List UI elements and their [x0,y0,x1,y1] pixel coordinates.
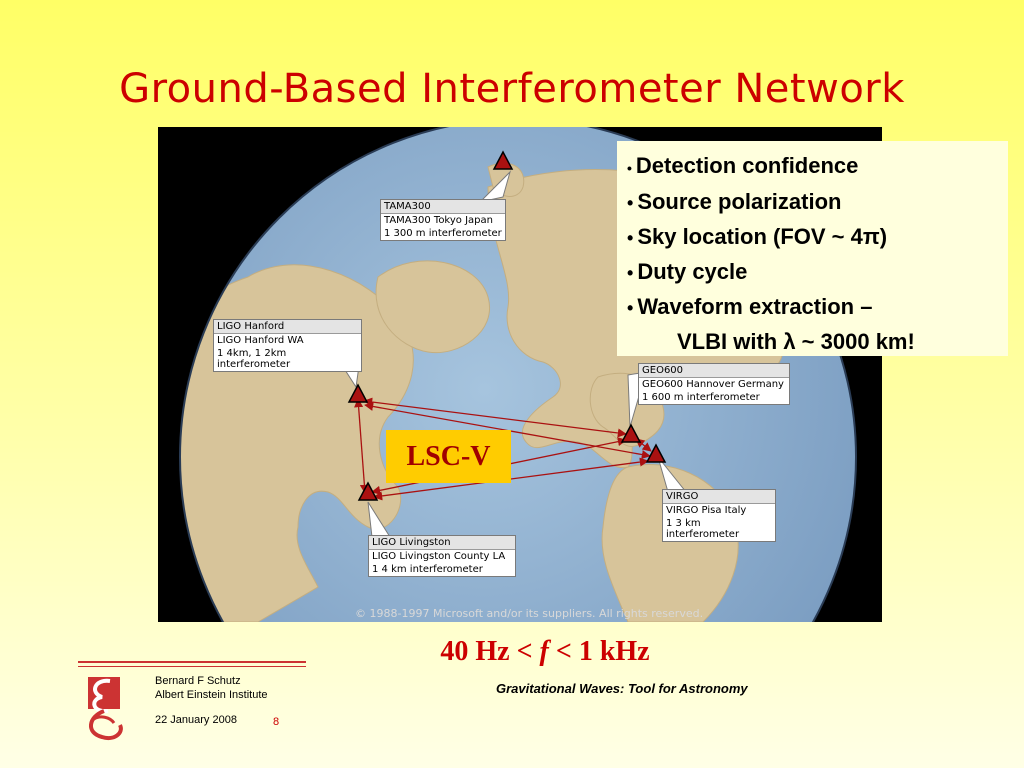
bullet-item: •Waveform extraction – [627,290,998,325]
callout-line: LIGO Hanford WA [217,335,304,346]
callout-line: 1 600 m interferometer [642,392,760,403]
bullet-marker: • [627,160,632,176]
tama-callout: TAMA300 TAMA300 Tokyo Japan 1 300 m inte… [380,199,506,241]
bullet-continuation: VLBI with λ ~ 3000 km! [677,329,915,354]
network-label: LSC-V [386,430,511,483]
baseline-hanford-livingston [354,398,369,494]
tama-marker-icon [492,150,514,170]
callout-line: LIGO Livingston County LA [372,551,506,562]
callout-header: VIRGO [663,490,775,504]
hanford-marker-icon [347,383,369,403]
author-institute: Albert Einstein Institute [155,689,268,701]
footer-author: Bernard F Schutz Albert Einstein Institu… [155,674,268,702]
bullet-text: Detection confidence [635,153,859,178]
page-number: 8 [273,716,280,728]
callout-line: 1 3 km interferometer [666,518,740,540]
livingston-marker-icon [357,481,379,501]
callout-line: 1 4 km interferometer [372,564,483,575]
map-copyright: © 1988-1997 Microsoft and/or its supplie… [355,607,704,620]
institute-logo [88,677,123,740]
footer-course-title: Gravitational Waves: Tool for Astronomy [496,681,748,696]
bullet-item: •Detection confidence [627,149,998,185]
bullet-text: Sky location (FOV ~ 4π) [637,224,888,249]
bullet-text: Duty cycle [637,259,748,284]
footer-rule-top [78,661,306,663]
callout-line: TAMA300 Tokyo Japan [384,215,493,226]
callout-header: LIGO Hanford [214,320,361,334]
bullet-marker: • [627,193,634,213]
footer-date: 22 January 2008 [155,714,237,726]
bullet-marker: • [627,228,634,248]
bullet-item: •Duty cycle [627,255,998,290]
callout-header: GEO600 [639,364,789,378]
callout-line: VIRGO Pisa Italy [666,505,747,516]
callout-line: 1 4km, 1 2km interferometer [217,348,291,370]
geo-callout: GEO600 GEO600 Hannover Germany 1 600 m i… [638,363,790,405]
callout-line: GEO600 Hannover Germany [642,379,784,390]
bullet-text: Waveform extraction – [637,294,873,319]
freq-variable: f [539,636,549,667]
livingston-callout: LIGO Livingston LIGO Livingston County L… [368,535,516,577]
frequency-band: 40 Hz < f < 1 kHz [0,636,1024,668]
author-name: Bernard F Schutz [155,675,241,687]
callout-header: TAMA300 [381,200,505,214]
freq-prefix: 40 Hz < [440,636,540,667]
virgo-callout: VIRGO VIRGO Pisa Italy 1 3 km interferom… [662,489,776,542]
bullet-box: •Detection confidence •Source polarizati… [617,141,1008,356]
freq-suffix: < 1 kHz [548,636,650,667]
landmass-greenland [375,260,491,354]
geo-marker-icon [620,423,642,443]
bullet-marker: • [627,263,634,283]
slide-title: Ground-Based Interferometer Network [119,66,905,112]
baseline-livingston-virgo [373,457,649,501]
bullet-text: Source polarization [637,189,842,214]
bullet-item: •Source polarization [627,185,998,220]
bullet-item: •Sky location (FOV ~ 4π) [627,220,998,255]
bullet-marker: • [627,298,634,318]
hanford-callout: LIGO Hanford LIGO Hanford WA 1 4km, 1 2k… [213,319,362,372]
callout-header: LIGO Livingston [369,536,515,550]
virgo-marker-icon [645,443,667,463]
callout-line: 1 300 m interferometer [384,228,502,239]
footer-rule-bottom [78,666,306,667]
